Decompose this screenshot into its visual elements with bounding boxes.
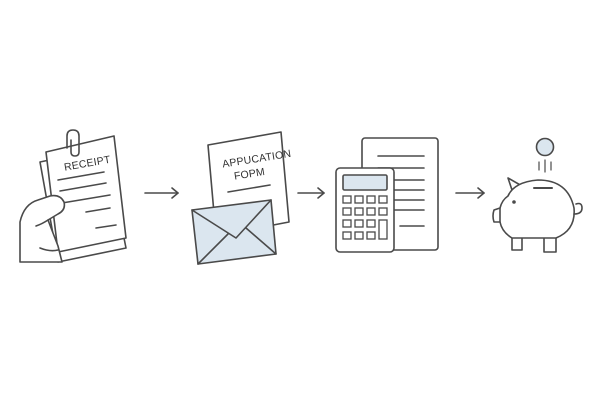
paperclip-icon (66, 129, 80, 157)
hand-crease (35, 219, 49, 227)
receipt-line (57, 171, 105, 181)
coin-icon (535, 137, 555, 157)
calculator-keys (342, 195, 388, 240)
pig-eye (512, 200, 516, 204)
hand-crease (39, 247, 59, 252)
envelope-fold (245, 227, 277, 255)
arrow-right-icon (297, 187, 325, 199)
form-line (227, 184, 271, 193)
receipt-sheet (45, 135, 127, 253)
receipt-line (61, 194, 111, 204)
hand-icon (19, 194, 66, 263)
piggy-bank-coin-icon (492, 137, 583, 253)
pig-body (492, 179, 575, 239)
calculator-document-icon (335, 137, 439, 253)
envelope-body (191, 199, 277, 265)
receipt-line (95, 224, 117, 229)
calculator-display (342, 174, 388, 191)
hand-holding-receipt-icon: RECEIPT (19, 129, 127, 263)
receipt-line (85, 207, 111, 213)
pig-tail (573, 202, 583, 215)
arrow-right-icon (455, 187, 485, 199)
application-label-line2: FOPM (233, 166, 266, 183)
envelope-fold (197, 233, 229, 265)
envelope-flap (191, 199, 272, 239)
receipt-line (59, 182, 107, 192)
application-form-envelope-icon: APPUCATION FOPM (191, 131, 292, 265)
arrow-right-icon (144, 187, 179, 199)
